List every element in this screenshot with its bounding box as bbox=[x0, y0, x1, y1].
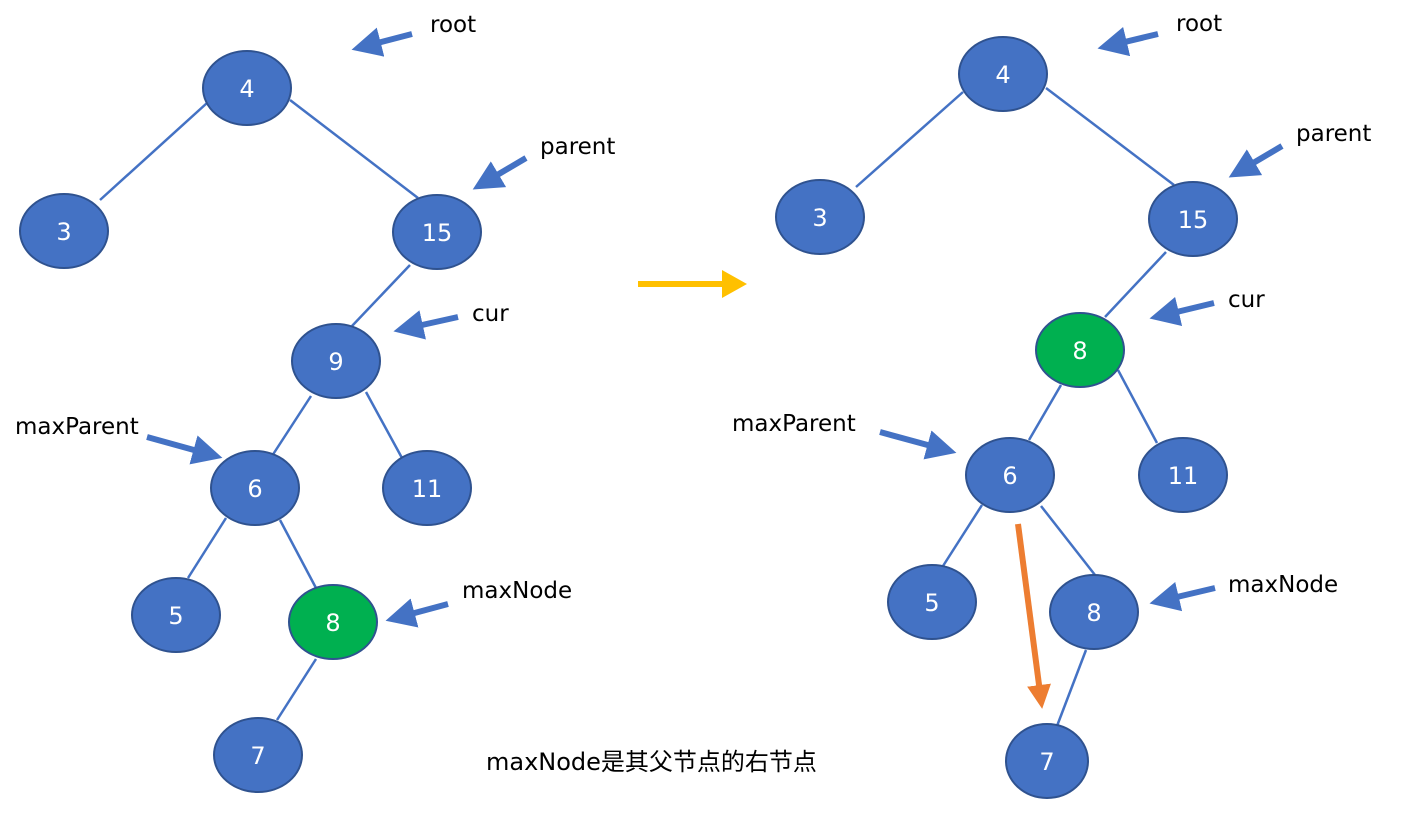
tree-node: 15 bbox=[1148, 181, 1238, 257]
edge-6-5 bbox=[941, 504, 984, 567]
edge-6-8 bbox=[1040, 505, 1096, 576]
node-label: 8 bbox=[325, 609, 340, 637]
tree-node: 6 bbox=[965, 437, 1055, 513]
tree-node: 5 bbox=[887, 564, 977, 640]
pointer-label-parent: parent bbox=[540, 134, 615, 160]
tree-node: 3 bbox=[775, 179, 865, 255]
pointer-label-root: root bbox=[1176, 11, 1222, 37]
edge-8-7 bbox=[275, 658, 318, 721]
right-arrow-head-icon bbox=[722, 270, 747, 298]
tree-node: 15 bbox=[392, 194, 482, 270]
node-label: 11 bbox=[412, 475, 443, 503]
tree-node: 9 bbox=[291, 323, 381, 399]
node-label: 5 bbox=[168, 602, 183, 630]
pointer-label-cur: cur bbox=[472, 301, 509, 327]
arrow-icon bbox=[1097, 26, 1159, 57]
node-label: 3 bbox=[56, 218, 71, 246]
arrow-icon bbox=[146, 434, 223, 465]
edge-4-15 bbox=[1045, 87, 1175, 186]
tree-node: 4 bbox=[202, 50, 292, 126]
arrow-icon bbox=[351, 27, 413, 57]
edge-6-8 bbox=[278, 519, 318, 589]
arrow-icon bbox=[1228, 143, 1284, 178]
edge-4-15 bbox=[289, 99, 419, 199]
arrow-icon bbox=[1149, 581, 1216, 612]
edge-6-5 bbox=[186, 517, 228, 579]
node-label: 7 bbox=[250, 742, 265, 770]
arrow-icon bbox=[879, 429, 957, 460]
tree-node: 11 bbox=[1138, 437, 1228, 513]
down-arrow-icon bbox=[1015, 523, 1051, 709]
arrow-icon bbox=[472, 155, 528, 190]
node-label: 15 bbox=[1178, 206, 1209, 234]
pointer-label-maxnode: maxNode bbox=[1228, 572, 1338, 598]
after-tree: 4 3 15 8 6 11 5 8 bbox=[732, 11, 1371, 799]
edge-8-7 bbox=[1055, 649, 1088, 727]
edge-9-6 bbox=[270, 395, 313, 457]
tree-node: 11 bbox=[382, 450, 472, 526]
tree-node: 6 bbox=[210, 450, 300, 526]
tree-node: 4 bbox=[958, 36, 1048, 112]
arrow-icon bbox=[393, 310, 459, 340]
tree-node: 7 bbox=[213, 717, 303, 793]
node-label: 7 bbox=[1039, 748, 1054, 776]
node-label: 11 bbox=[1168, 462, 1199, 490]
edge-4-3 bbox=[855, 91, 964, 188]
pointer-label-root: root bbox=[430, 12, 476, 38]
edge-15-9 bbox=[351, 264, 411, 327]
node-label: 9 bbox=[328, 348, 343, 376]
pointer-label-maxparent: maxParent bbox=[15, 414, 139, 440]
caption: maxNode是其父节点的右节点 bbox=[486, 748, 817, 776]
edge-4-3 bbox=[99, 102, 208, 201]
node-label: 8 bbox=[1072, 337, 1087, 365]
tree-node: 3 bbox=[19, 193, 109, 269]
edge-8-6 bbox=[1027, 384, 1063, 441]
pointer-label-cur: cur bbox=[1228, 287, 1265, 313]
pointer-label-parent: parent bbox=[1296, 121, 1371, 147]
tree-node: 5 bbox=[131, 577, 221, 653]
node-label: 3 bbox=[812, 204, 827, 232]
node-label: 6 bbox=[247, 475, 262, 503]
node-label: 6 bbox=[1002, 462, 1017, 490]
arrow-icon bbox=[1149, 296, 1215, 327]
node-label: 5 bbox=[924, 589, 939, 617]
tree-node: 7 bbox=[1005, 723, 1089, 799]
node-label: 8 bbox=[1086, 599, 1101, 627]
pointer-label-maxnode: maxNode bbox=[462, 578, 572, 604]
before-tree: 4 3 15 9 6 11 5 8 bbox=[15, 12, 615, 793]
tree-node-highlighted: 8 bbox=[288, 584, 378, 660]
node-label: 15 bbox=[422, 219, 453, 247]
edge-9-11 bbox=[364, 391, 404, 459]
tree-node-highlighted: 8 bbox=[1035, 312, 1125, 388]
tree-node: 8 bbox=[1049, 574, 1139, 650]
pointer-label-maxparent: maxParent bbox=[732, 411, 856, 437]
node-label: 4 bbox=[995, 61, 1010, 89]
arrow-icon bbox=[385, 598, 449, 628]
node-label: 4 bbox=[239, 75, 254, 103]
edge-15-8 bbox=[1104, 251, 1167, 318]
edge-8-11 bbox=[1116, 369, 1159, 444]
